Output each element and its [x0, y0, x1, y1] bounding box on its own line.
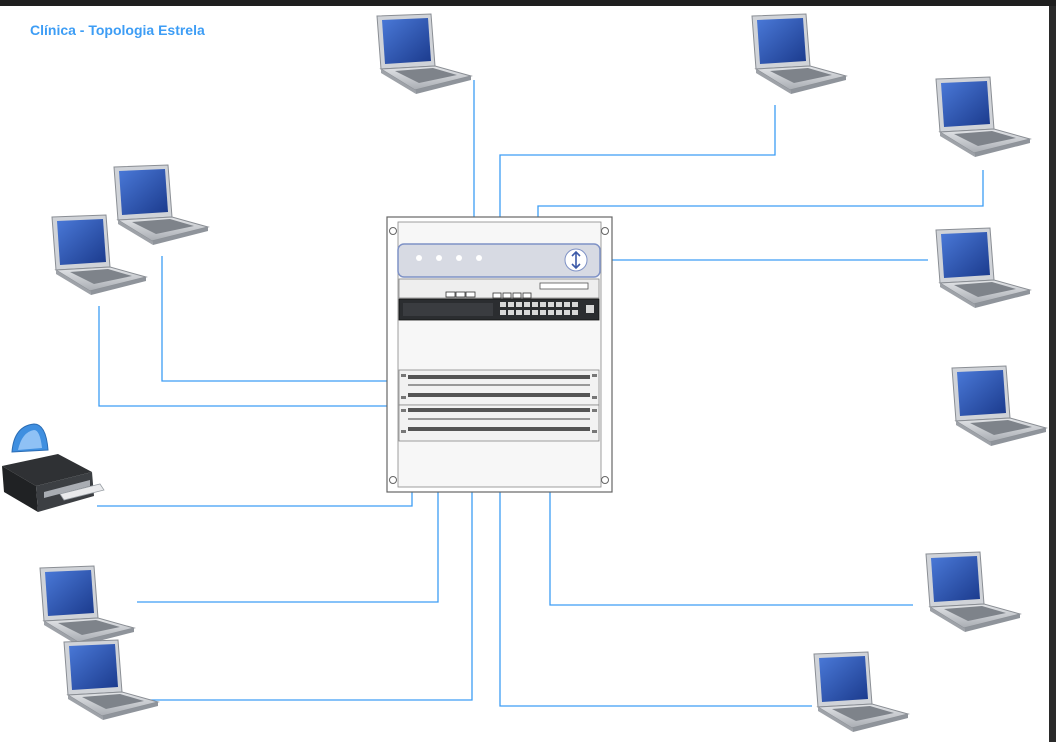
laptop-icon [39, 565, 135, 647]
link-printer [97, 440, 417, 507]
link-bottom-left-2 [147, 440, 477, 701]
patch-panel-icon [398, 404, 600, 442]
laptop-icon [935, 76, 1031, 158]
network-rack-icon [386, 216, 613, 493]
laptop-icon [951, 365, 1047, 447]
laptop-icon [376, 13, 472, 95]
window-edge [1049, 6, 1056, 742]
link-left-2 [98, 306, 400, 411]
laptop-icon [751, 13, 847, 95]
laptop-icon [813, 651, 909, 733]
link-left-1 [161, 256, 400, 386]
diagram-title: Clínica - Topologia Estrela [30, 22, 205, 38]
patch-panel-icon [398, 369, 600, 406]
laptop-icon [113, 164, 209, 246]
laptop-icon [63, 639, 159, 721]
link-bottom-right [545, 440, 913, 606]
laptop-icon [935, 227, 1031, 309]
printer-icon [2, 423, 105, 512]
nodes [2, 13, 1047, 733]
laptop-icon [925, 551, 1021, 633]
switch-icon [398, 298, 600, 321]
router-icon [397, 243, 601, 278]
link-bottom-left-1 [137, 440, 443, 603]
switch-top-icon [398, 278, 600, 299]
link-bottom-center [495, 440, 812, 707]
